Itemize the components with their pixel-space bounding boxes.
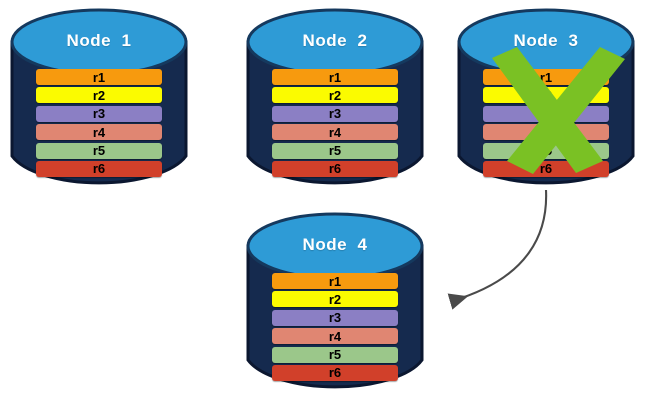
- record-row-label: r3: [328, 310, 342, 326]
- record-row-r6: r6: [272, 364, 398, 381]
- record-row-label: r4: [328, 124, 342, 140]
- record-row-label: r3: [328, 106, 342, 122]
- record-row-r4: r4: [272, 124, 398, 141]
- record-row-r2: r2: [272, 291, 398, 308]
- record-row-label: r4: [92, 124, 106, 140]
- record-row-label: r1: [92, 69, 106, 85]
- record-row-label: r2: [539, 87, 553, 103]
- record-row-label: r5: [328, 143, 342, 159]
- node-rows-1: r1 r2 r3 r4 r5 r6: [8, 69, 190, 179]
- record-row-r4: r4: [483, 124, 609, 141]
- record-row-r6: r6: [272, 160, 398, 177]
- record-row-r1: r1: [36, 69, 162, 85]
- record-row-label: r1: [539, 69, 553, 85]
- node-rows-3: r1 r2 r3 r4 r5 r6: [455, 69, 637, 179]
- record-row-label: r3: [539, 106, 553, 122]
- record-row-label: r5: [328, 347, 342, 363]
- record-row-r5: r5: [272, 142, 398, 159]
- record-row-r3: r3: [483, 105, 609, 122]
- record-row-r3: r3: [36, 105, 162, 122]
- record-row-label: r6: [328, 365, 342, 381]
- record-row-r6: r6: [483, 160, 609, 177]
- record-row-r1: r1: [272, 69, 398, 85]
- record-row-label: r4: [539, 124, 553, 140]
- node-rows-2: r1 r2 r3 r4 r5 r6: [244, 69, 426, 179]
- record-row-label: r6: [328, 161, 342, 177]
- record-row-r3: r3: [272, 309, 398, 326]
- record-row-r2: r2: [272, 87, 398, 104]
- record-row-label: r5: [539, 143, 553, 159]
- record-row-r4: r4: [272, 328, 398, 345]
- record-row-label: r2: [92, 87, 106, 103]
- record-row-label: r6: [539, 161, 553, 177]
- record-row-label: r4: [328, 328, 342, 344]
- record-row-label: r6: [92, 161, 106, 177]
- record-row-label: r3: [92, 106, 106, 122]
- record-row-r5: r5: [272, 346, 398, 363]
- record-row-r1: r1: [272, 273, 398, 289]
- record-row-r2: r2: [36, 87, 162, 104]
- record-row-label: r1: [328, 273, 342, 289]
- record-row-r5: r5: [483, 142, 609, 159]
- record-row-label: r5: [92, 143, 106, 159]
- record-row-r4: r4: [36, 124, 162, 141]
- node-rows-4: r1 r2 r3 r4 r5 r6: [244, 273, 426, 383]
- record-row-label: r2: [328, 291, 342, 307]
- record-row-r5: r5: [36, 142, 162, 159]
- replication-arrow-node3-to-node4: [447, 189, 548, 310]
- record-row-r3: r3: [272, 105, 398, 122]
- record-row-label: r2: [328, 87, 342, 103]
- record-row-label: r1: [328, 69, 342, 85]
- record-row-r1: r1: [483, 69, 609, 85]
- record-row-r2: r2: [483, 87, 609, 104]
- record-row-r6: r6: [36, 160, 162, 177]
